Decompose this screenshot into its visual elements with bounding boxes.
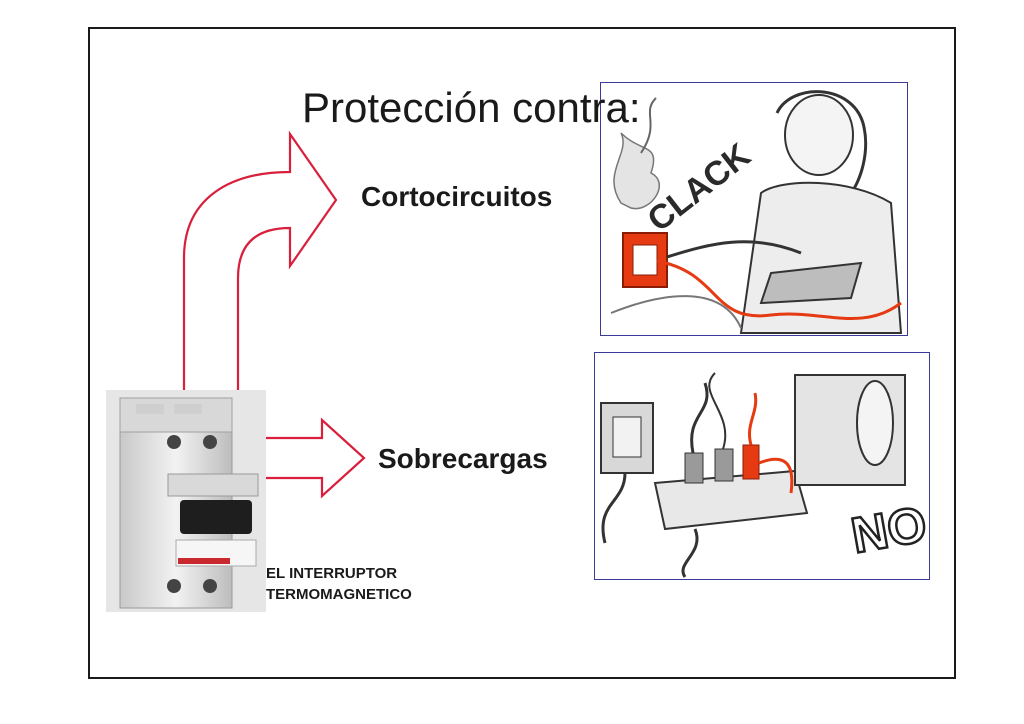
curved-arrow-to-short-circuit (182, 130, 338, 398)
straight-arrow-to-overload (256, 417, 366, 499)
slide-title: Protección contra: (302, 84, 641, 131)
short-circuit-label: Cortocircuitos (361, 181, 553, 212)
circuit-breaker-image (106, 390, 266, 612)
no-text: NO (847, 496, 929, 564)
overload-label: Sobrecargas (378, 443, 548, 474)
breaker-caption: EL INTERRUPTOR TERMOMAGNETICO (266, 563, 412, 605)
short-circuit-illustration: CLACK (600, 82, 908, 336)
caption-line-1: EL INTERRUPTOR (266, 565, 398, 582)
caption-line-2: TERMOMAGNETICO (266, 586, 412, 603)
overload-illustration: NO (594, 352, 930, 580)
